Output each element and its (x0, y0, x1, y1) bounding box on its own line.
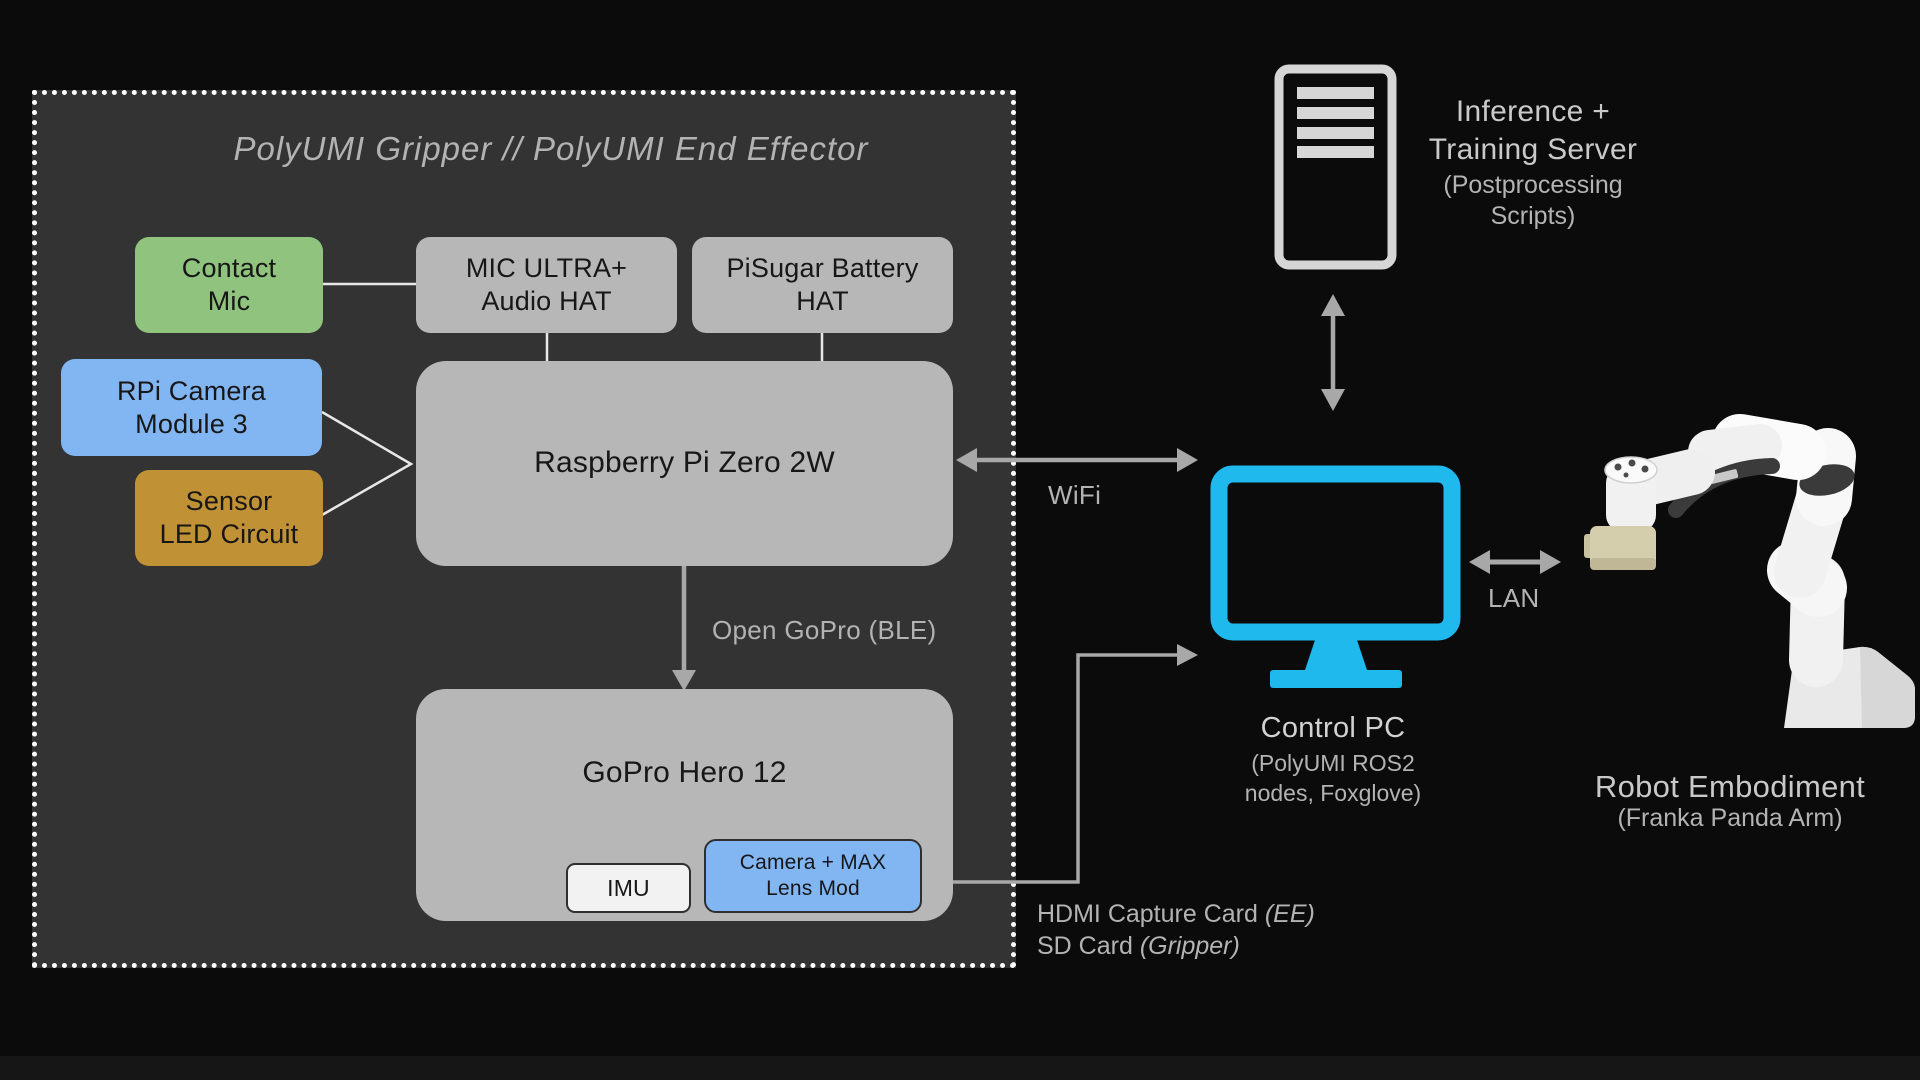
control-pc-title: Control PC (1260, 712, 1406, 744)
wifi-connection-label: WiFi (1048, 480, 1102, 510)
node-camera-max-lens-mod: Camera + MAX Lens Mod (704, 839, 922, 913)
node-audio-hat: MIC ULTRA+ Audio HAT (416, 237, 677, 333)
node-raspberry-pi-zero: Raspberry Pi Zero 2W (416, 361, 953, 566)
node-rpi-camera: RPi Camera Module 3 (61, 359, 322, 456)
server-subtitle: (Postprocessing Scripts) (1443, 171, 1623, 230)
sd-card-detail: (Gripper) (1139, 932, 1240, 960)
lan-connection-label: LAN (1488, 583, 1540, 613)
hdmi-capture-label: HDMI Capture Card (EE) (1037, 900, 1315, 929)
node-imu: IMU (566, 863, 691, 913)
arrow-rpi-to-gopro (672, 566, 696, 691)
node-battery-hat: PiSugar Battery HAT (692, 237, 953, 333)
arrows (672, 294, 1561, 884)
hdmi-capture-detail: (EE) (1264, 900, 1315, 928)
link-camera-sensor-rpi (321, 410, 414, 517)
link-lines (321, 282, 824, 517)
hdmi-capture-text: HDMI Capture Card (1037, 900, 1265, 928)
ble-connection-label: Open GoPro (BLE) (712, 615, 937, 645)
monitor-icon (1210, 465, 1461, 688)
arrow-server-pc (1321, 294, 1345, 411)
arrow-wifi (956, 448, 1198, 472)
sd-card-text: SD Card (1037, 932, 1140, 960)
bottom-strip (0, 1056, 1920, 1080)
arrow-hdmi-to-pc (953, 644, 1198, 884)
gripper-panel-title: PolyUMI Gripper // PolyUMI End Effector (233, 130, 869, 167)
node-sensor-led: Sensor LED Circuit (135, 470, 323, 566)
gopro-label: GoPro Hero 12 (582, 756, 787, 789)
robot-arm-image (1584, 414, 1915, 728)
robot-title: Robot Embodiment (1594, 769, 1866, 804)
robot-subtitle: (Franka Panda Arm) (1617, 804, 1843, 832)
server-title: Inference + Training Server (1428, 95, 1638, 166)
server-icon (1274, 64, 1397, 270)
control-pc-subtitle: (PolyUMI ROS2 nodes, Foxglove) (1244, 750, 1422, 806)
arrow-lan (1469, 550, 1561, 574)
sd-card-label: SD Card (Gripper) (1037, 932, 1240, 961)
node-contact-mic: Contact Mic (135, 237, 323, 333)
